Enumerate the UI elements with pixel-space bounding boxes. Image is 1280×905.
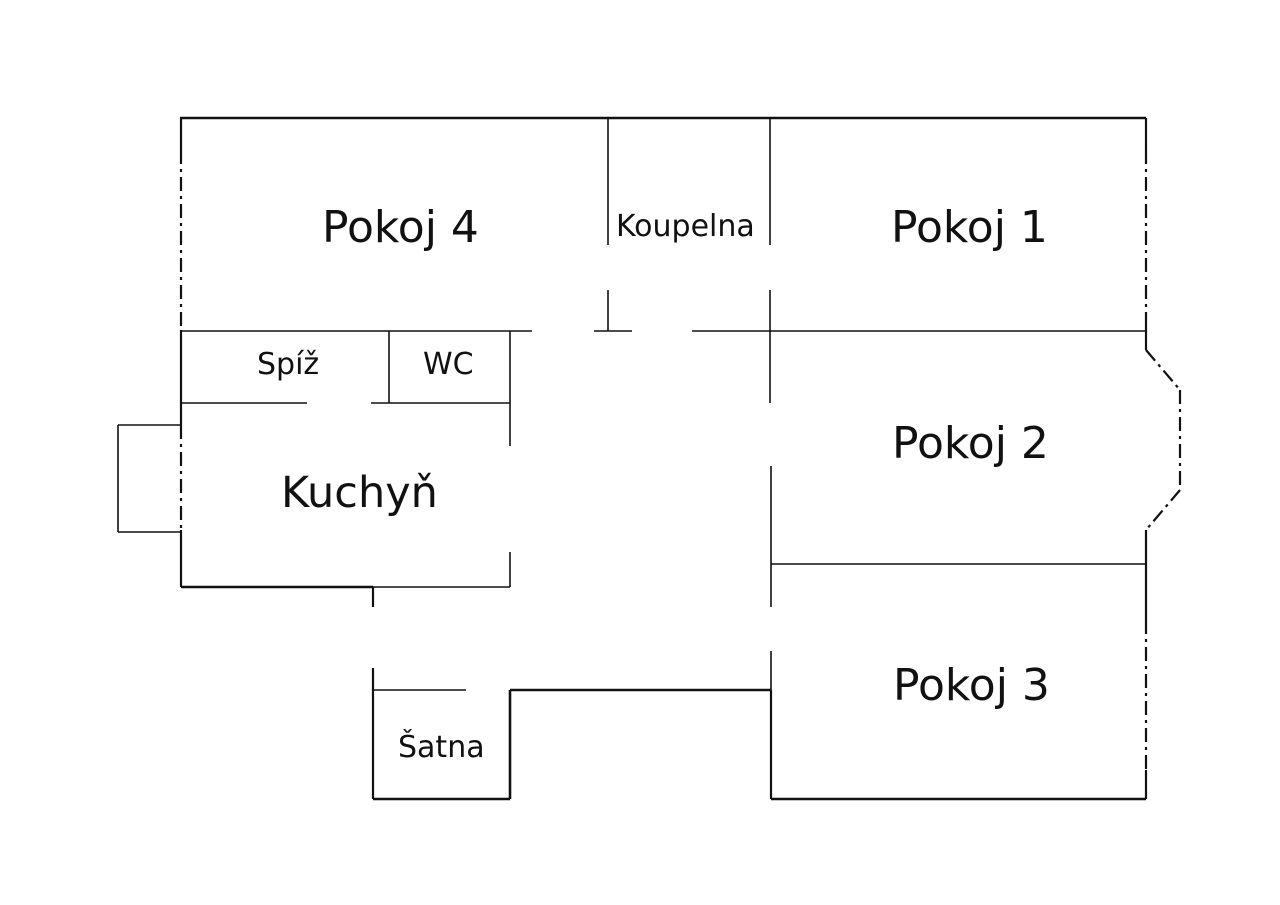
room-label-koupelna: Koupelna bbox=[616, 209, 755, 244]
interior-walls bbox=[181, 118, 1146, 690]
room-label-pokoj-2: Pokoj 2 bbox=[892, 418, 1049, 469]
room-label-spiz: Spíž bbox=[257, 347, 319, 382]
balcony bbox=[117, 424, 181, 533]
room-labels: Pokoj 4 Koupelna Pokoj 1 Spíž WC Kuchyň … bbox=[257, 202, 1050, 765]
room-label-kuchyn: Kuchyň bbox=[281, 468, 438, 518]
room-label-satna: Šatna bbox=[398, 728, 485, 765]
outer-walls bbox=[179, 116, 1182, 801]
room-label-wc: WC bbox=[423, 347, 474, 382]
room-label-pokoj-4: Pokoj 4 bbox=[322, 202, 479, 253]
room-label-pokoj-3: Pokoj 3 bbox=[893, 660, 1050, 711]
room-label-pokoj-1: Pokoj 1 bbox=[891, 202, 1048, 253]
